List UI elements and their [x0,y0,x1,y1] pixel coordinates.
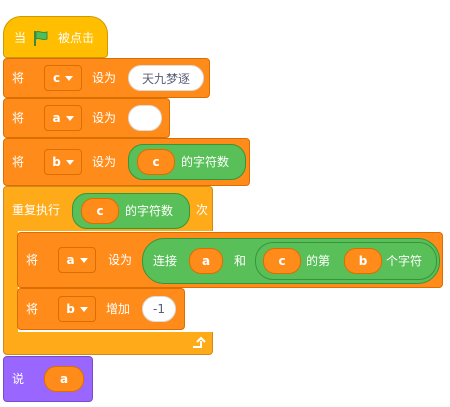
change-by-label: 增加 [106,302,131,316]
when-flag-clicked-block[interactable]: 当 被点击 [3,16,108,58]
letter-of-label: 的第 [306,254,331,268]
length-of-label: 的字符数 [181,155,230,169]
set-label: 将 [12,155,25,169]
when-label: 当 [14,31,27,45]
set-label: 将 [26,253,39,267]
join-label: 连接 [153,254,178,268]
variable-dropdown-b[interactable]: b [44,149,82,175]
set-a-block[interactable]: 将 a 设为 [3,98,170,138]
change-b-block[interactable]: 将 b 增加 -1 [17,288,185,330]
variable-reporter-b[interactable]: b [344,248,382,274]
set-c-block[interactable]: 将 c 设为 天九梦逐 [3,58,210,98]
to-label: 设为 [92,71,117,85]
to-label: 设为 [92,111,117,125]
set-label: 将 [12,71,25,85]
chevron-down-icon [65,115,74,121]
variable-dropdown-a[interactable]: a [44,105,82,131]
set-label: 将 [12,111,25,125]
chevron-down-icon [65,75,74,81]
variable-reporter-a[interactable]: a [189,248,223,274]
length-of-reporter[interactable]: c 的字符数 [72,193,190,229]
repeat-label: 重复执行 [12,203,61,217]
dropdown-value: c [52,71,61,85]
green-flag-icon [34,30,48,46]
repeat-block[interactable]: 重复执行 c 的字符数 次 [3,186,213,231]
dropdown-value: a [66,253,75,267]
to-label: 设为 [108,253,133,267]
say-label: 说 [12,372,25,386]
join-reporter[interactable]: 连接 a 和 c 的第 b 个字符 [142,238,440,284]
length-of-reporter[interactable]: c 的字符数 [128,144,246,180]
and-label: 和 [234,254,247,268]
repeat-arm [3,229,18,333]
dropdown-value: b [66,302,75,316]
dropdown-value: a [52,111,61,125]
chevron-down-icon [65,159,74,165]
repeat-footer [3,332,213,355]
variable-reporter-c[interactable]: c [137,149,175,175]
variable-dropdown-c[interactable]: c [44,65,82,91]
clicked-label: 被点击 [58,31,95,45]
value-input-a[interactable] [128,105,162,131]
loop-arrow-icon [193,336,206,348]
variable-reporter-a[interactable]: a [44,366,84,392]
set-a-join-block[interactable]: 将 a 设为 连接 a 和 c 的第 b 个字符 [17,232,443,288]
dropdown-value: b [52,155,61,169]
set-label: 将 [26,302,39,316]
letter-suffix-label: 个字符 [386,254,423,268]
variable-dropdown-b[interactable]: b [58,296,96,322]
times-label: 次 [196,203,209,217]
variable-dropdown-a[interactable]: a [58,247,96,273]
value-input-c[interactable]: 天九梦逐 [128,65,204,91]
variable-reporter-c[interactable]: c [263,248,301,274]
variable-reporter-c[interactable]: c [81,198,119,224]
chevron-down-icon [79,306,88,312]
chevron-down-icon [79,257,88,263]
length-of-label: 的字符数 [125,204,174,218]
set-b-block[interactable]: 将 b 设为 c 的字符数 [3,138,250,186]
to-label: 设为 [92,155,117,169]
letter-of-reporter[interactable]: c 的第 b 个字符 [255,242,437,280]
change-value-input[interactable]: -1 [142,296,176,322]
say-block[interactable]: 说 a [3,356,93,402]
